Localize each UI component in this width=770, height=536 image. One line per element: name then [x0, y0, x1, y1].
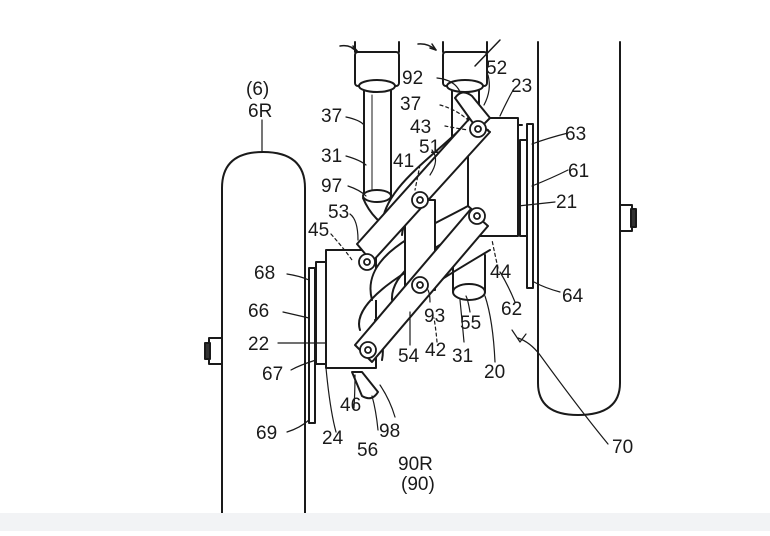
label-66: 66 — [248, 301, 269, 322]
clip-52 — [454, 91, 491, 131]
label-31-bottom: 31 — [452, 346, 473, 367]
right-frame-member — [537, 41, 637, 416]
clip-56 — [351, 371, 379, 400]
label-97: 97 — [321, 176, 342, 197]
pivot-bolts — [358, 120, 487, 359]
label-20: 20 — [484, 362, 505, 383]
label-68: 68 — [254, 263, 275, 284]
label-56: 56 — [357, 440, 378, 461]
label-37-left: 37 — [321, 106, 342, 127]
label-46: 46 — [340, 395, 361, 416]
label-23: 23 — [511, 76, 532, 97]
label-44: 44 — [490, 262, 512, 283]
label-93: 93 — [424, 306, 445, 327]
label-90: (90) — [401, 474, 435, 495]
label-63: 63 — [565, 124, 586, 145]
label-41: 41 — [393, 151, 414, 172]
label-61: 61 — [568, 161, 589, 182]
label-53: 53 — [328, 202, 349, 223]
label-21: 21 — [556, 192, 577, 213]
label-55: 55 — [460, 313, 481, 334]
label-70: 70 — [612, 437, 633, 458]
label-51: 51 — [419, 137, 440, 158]
label-6R: 6R — [248, 101, 272, 122]
left-frame-member — [204, 151, 306, 514]
label-67: 67 — [262, 364, 283, 385]
label-24: 24 — [322, 428, 344, 449]
flow-arrows — [339, 39, 501, 67]
label-52: 52 — [486, 58, 507, 79]
plate-61 — [526, 123, 534, 289]
label-45: 45 — [308, 220, 329, 241]
label-6: (6) — [246, 79, 269, 100]
leader-lines — [261, 74, 609, 445]
label-69: 69 — [256, 423, 277, 444]
reference-numerals: (6) 6R 37 92 52 23 37 43 63 31 51 41 61 … — [246, 58, 633, 495]
label-43: 43 — [410, 117, 431, 138]
label-37-right: 37 — [400, 94, 421, 115]
label-64: 64 — [562, 286, 584, 307]
bottom-bar — [0, 513, 770, 531]
label-42: 42 — [425, 340, 446, 361]
label-22: 22 — [248, 334, 269, 355]
label-31-left: 31 — [321, 146, 342, 167]
tube-37-left — [354, 41, 400, 196]
label-92: 92 — [402, 68, 423, 89]
label-98: 98 — [379, 421, 400, 442]
label-54: 54 — [398, 346, 420, 367]
label-90R: 90R — [398, 454, 433, 475]
label-62: 62 — [501, 299, 522, 320]
plate-66 — [308, 267, 316, 424]
